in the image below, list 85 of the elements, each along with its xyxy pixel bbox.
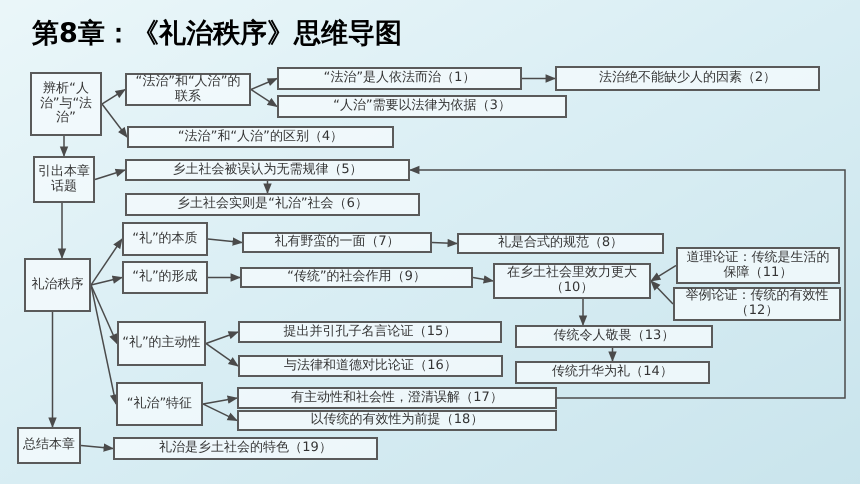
topic-text: “法治”和“人治”的联系: [134, 74, 242, 104]
arrow: [101, 104, 128, 138]
topic-box: [113, 437, 378, 460]
topic-text: “法治”是人依法而治（1）: [324, 71, 476, 86]
topic-box: [122, 222, 208, 256]
arrow: [208, 237, 244, 246]
topic-text: 总结本章: [23, 438, 75, 453]
arrow: [202, 403, 238, 422]
arrow: [472, 275, 494, 284]
topic-box: [33, 156, 95, 203]
arrow: [208, 273, 242, 282]
topic-text: 礼有野蛮的一面（7）: [274, 235, 400, 250]
topic-box: [116, 382, 203, 426]
arrow: [250, 88, 278, 108]
arrow: [58, 203, 66, 260]
topic-text: “法治”和“人治”的区别（4）: [178, 130, 344, 144]
topic-box: [238, 355, 503, 377]
arrow: [608, 348, 617, 362]
topic-text: 传统令人敬畏（13）: [554, 329, 674, 344]
topic-text: 传统升华为礼（14）: [552, 365, 673, 380]
arrow: [60, 136, 68, 158]
topic-text: 乡土社会实则是“礼治”社会（6）: [177, 197, 368, 212]
arrow: [94, 168, 126, 180]
topic-box: [237, 410, 557, 431]
topic-text: 礼是合式的规范（8）: [498, 236, 624, 251]
topic-text: “礼”的本质: [132, 232, 198, 246]
topic-text: 与法律和道德对比论证（16）: [284, 358, 457, 374]
arrow: [650, 280, 674, 305]
topic-text: “礼治”特征: [126, 396, 192, 412]
topic-text: 举例论证：传统的有效性（12）: [684, 289, 830, 319]
topic-text: 引出本章话题: [38, 164, 90, 194]
topic-box: [493, 263, 651, 299]
topic-box: [30, 72, 102, 136]
topic-box: [515, 325, 713, 348]
topic-box: [242, 232, 432, 253]
topic-box: [457, 233, 664, 254]
arrow: [102, 88, 126, 105]
title: 第8章：《礼治秩序》思维导图: [32, 20, 402, 47]
topic-box: [277, 95, 567, 118]
topic-box: [125, 159, 410, 181]
topic-box: [125, 193, 420, 216]
topic-box: [673, 287, 841, 321]
arrow: [80, 443, 114, 452]
arrow: [522, 74, 556, 83]
arrow: [90, 284, 118, 344]
topic-text: “礼”的形成: [132, 270, 198, 285]
topic-box: [238, 321, 502, 343]
topic-text: 道理论证：传统是生活的保障（11）: [686, 250, 830, 280]
topic-box: [125, 73, 251, 106]
topic-text: “礼”的主动性: [122, 336, 201, 351]
arrow: [250, 78, 278, 90]
topic-text: 礼治是乡土社会的特色（19）: [159, 441, 332, 456]
arrow: [578, 299, 588, 326]
topic-text: “人治”需要以法律为依据（3）: [333, 99, 511, 114]
topic-box: [676, 247, 840, 284]
arrow: [206, 331, 239, 344]
topic-text: “传统”的社会作用（9）: [287, 270, 426, 285]
arrow: [206, 342, 239, 367]
arrow: [263, 181, 272, 194]
topic-box: [240, 267, 473, 288]
topic-box: [127, 126, 394, 148]
topic-box: [555, 66, 820, 91]
topic-text: 辨析“人治”与“法治”: [38, 82, 94, 126]
topic-text: 在乡土社会里效力更大（10）: [506, 266, 638, 296]
arrow: [48, 312, 57, 428]
arrow: [650, 264, 676, 282]
topic-text: 以传统的有效性为前提（18）: [310, 413, 484, 428]
arrow: [432, 238, 458, 248]
topic-text: 法治绝不能缺少人的因素（2）: [598, 71, 776, 86]
arrow: [202, 396, 238, 405]
topic-box: [24, 258, 91, 312]
topic-text: 乡土社会被误认为无需规律（5）: [172, 162, 363, 178]
topic-box: [117, 321, 206, 366]
topic-box: [515, 361, 710, 384]
arrow: [90, 276, 124, 286]
arrow: [90, 284, 118, 406]
topic-box: [237, 387, 557, 409]
topic-text: 有主动性和社会性，澄清误解（17）: [291, 390, 503, 406]
topic-text: 礼治秩序: [32, 278, 84, 292]
topic-box: [277, 67, 522, 90]
arrow: [408, 166, 846, 399]
topic-box: [17, 427, 81, 464]
topic-text: 提出并引孔子名言论证（15）: [284, 324, 456, 340]
arrow: [90, 238, 123, 286]
topic-box: [122, 261, 208, 294]
